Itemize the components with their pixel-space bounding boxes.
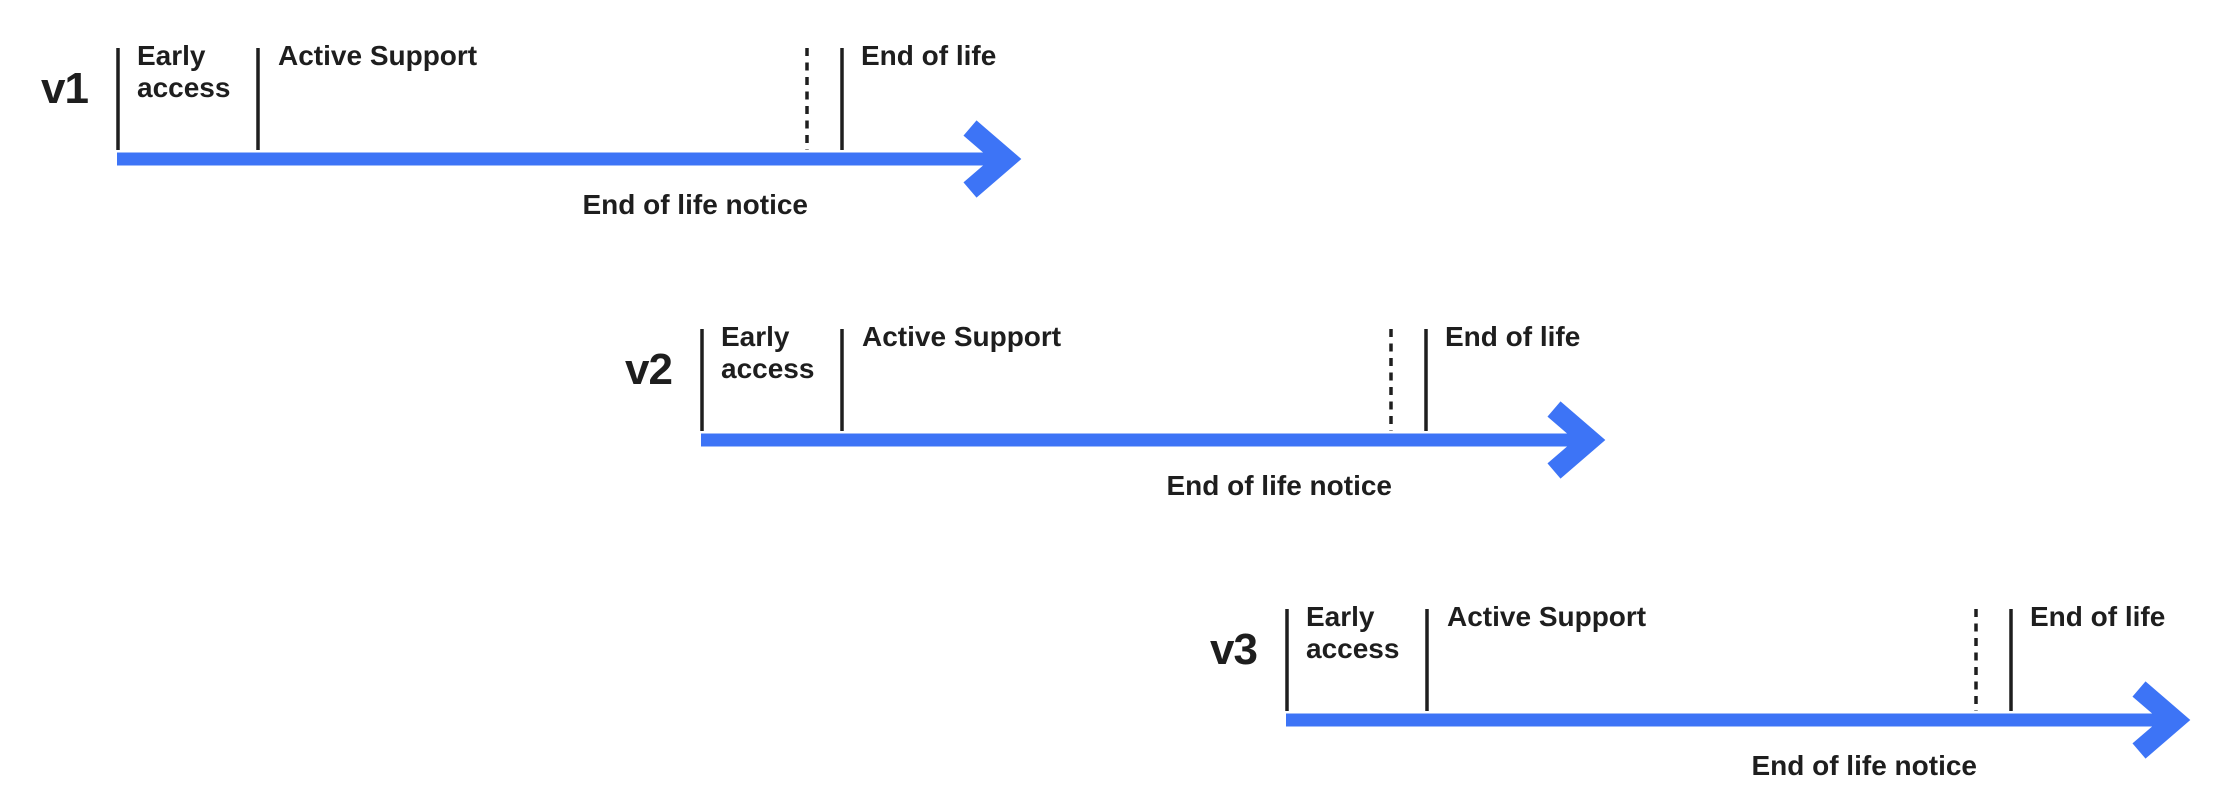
active-support-label: Active Support <box>862 321 1062 352</box>
version-label: v2 <box>625 345 673 394</box>
early-access-label: Early access <box>137 40 231 104</box>
timeline-v2: v2 Early access Active Support End of li… <box>584 281 1644 511</box>
end-of-life-label: End of life <box>861 40 997 71</box>
version-label: v3 <box>1210 625 1258 674</box>
end-of-life-notice-label: End of life notice <box>1166 470 1392 501</box>
timeline-v1-graphics <box>116 48 1022 198</box>
timeline-arrow-head <box>1547 401 1606 479</box>
end-of-life-notice-label: End of life notice <box>582 189 808 220</box>
end-of-life-label: End of life <box>1445 321 1581 352</box>
timeline-v3-graphics <box>1285 609 2191 759</box>
timeline-arrow-head <box>963 120 1022 198</box>
end-of-life-label: End of life <box>2030 601 2166 632</box>
timeline-v3: v3 Early access Active Support End of li… <box>1169 561 2228 791</box>
early-access-label: Early access <box>721 321 815 385</box>
version-label: v1 <box>41 64 89 113</box>
active-support-label: Active Support <box>278 40 478 71</box>
timeline-v1: v1 Early access Active Support End of li… <box>0 0 1060 230</box>
timeline-v2-graphics <box>700 329 1606 479</box>
early-access-label: Early access <box>1306 601 1400 665</box>
timeline-arrow-head <box>2132 681 2191 759</box>
end-of-life-notice-label: End of life notice <box>1751 750 1977 781</box>
active-support-label: Active Support <box>1447 601 1647 632</box>
